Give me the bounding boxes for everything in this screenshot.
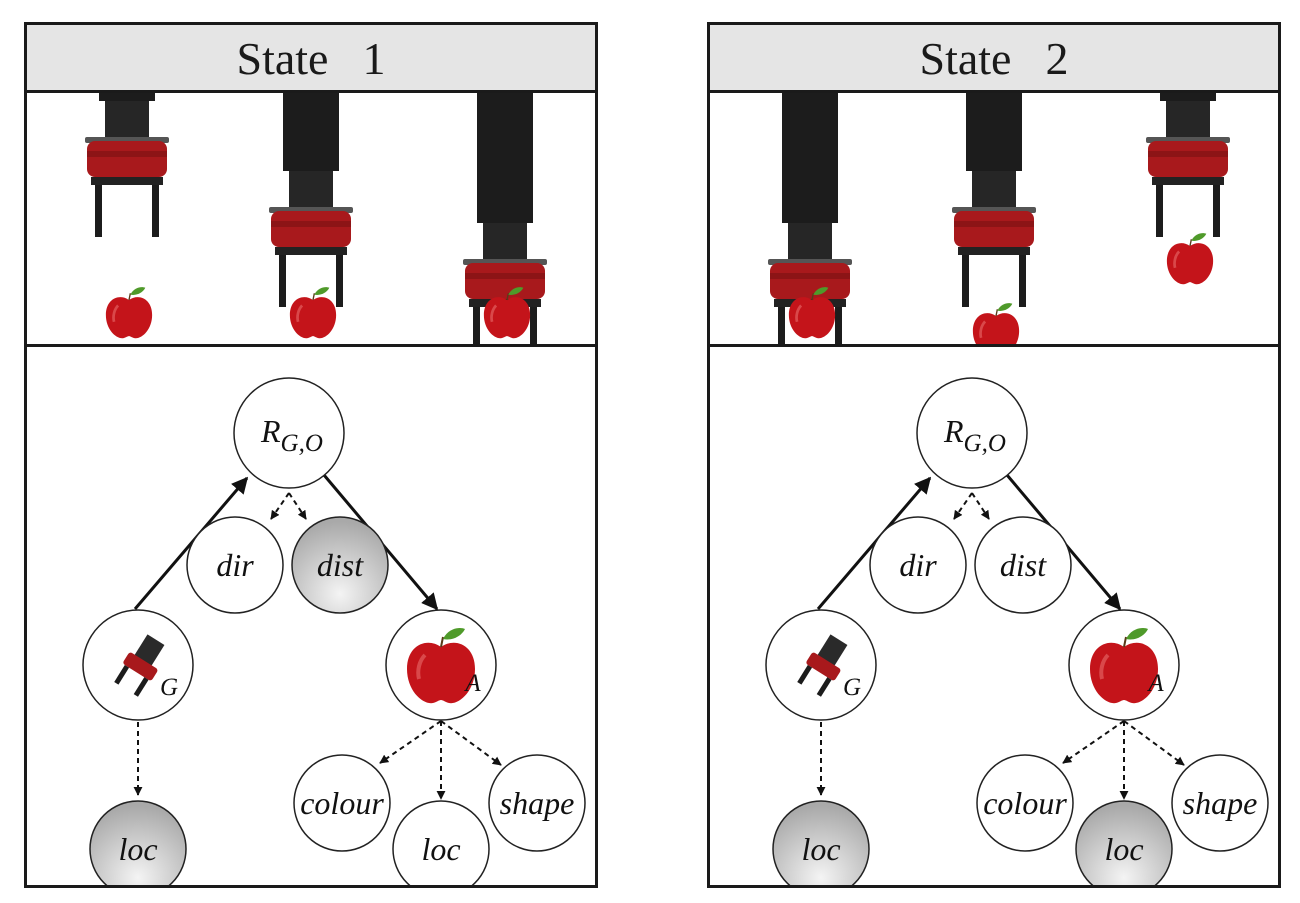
node-dist: [974, 516, 1072, 614]
dist-label: dist: [317, 547, 364, 583]
state-1-number: 1: [362, 33, 386, 84]
edge-r-to-dist: [971, 492, 990, 520]
edge-r-to-dir: [953, 492, 973, 520]
state-2-panel: State 2: [707, 22, 1281, 888]
node-dir: [869, 516, 967, 614]
robot-gripper: [85, 93, 169, 237]
node-colour: [293, 754, 391, 852]
g-loc-label: loc: [801, 831, 840, 867]
g-label: G: [160, 674, 178, 701]
a-loc-label: loc: [421, 831, 460, 867]
edge-r-to-dir: [270, 492, 290, 520]
state-2-number: 2: [1045, 33, 1069, 84]
g-loc-label: loc: [118, 831, 157, 867]
r-label: RG,O: [943, 413, 1006, 457]
edge-a-to-colour: [1062, 720, 1125, 764]
apple-icon: [407, 628, 475, 704]
state-1-graph: RG,O dir dist G A loc colour loc shape: [27, 347, 595, 885]
state-1-header: State 1: [27, 25, 595, 93]
state-2-gripper-photo: [768, 93, 1230, 344]
state-2-header: State 2: [710, 25, 1278, 93]
robot-gripper: [952, 93, 1036, 307]
apple-photo: [972, 303, 1020, 344]
robot-gripper: [269, 93, 353, 307]
a-loc-label: loc: [1104, 831, 1143, 867]
apple-photo: [105, 287, 153, 339]
edge-a-to-shape: [440, 720, 502, 766]
robot-gripper: [1146, 93, 1230, 237]
apple-photo: [289, 287, 337, 339]
node-r: [916, 377, 1028, 489]
node-dist: [291, 516, 389, 614]
a-label: A: [463, 670, 481, 697]
apple-photo: [788, 287, 836, 339]
r-label: RG,O: [260, 413, 323, 457]
node-shape: [1171, 754, 1269, 852]
state-1-relation-graph: RG,O dir dist G A loc colour loc shape: [82, 377, 586, 885]
apple-photo: [483, 287, 531, 339]
apple-icon: [1090, 628, 1158, 704]
state-2-relation-graph: RG,O dir dist G A loc colour loc shape: [765, 377, 1269, 885]
edge-g-to-r: [133, 476, 249, 610]
node-shape: [488, 754, 586, 852]
gripper-icon: [114, 634, 165, 697]
edge-r-to-dist: [288, 492, 307, 520]
dir-label: dir: [899, 547, 937, 583]
node-r: [233, 377, 345, 489]
node-colour: [976, 754, 1074, 852]
state-1-panel: State 1: [24, 22, 598, 888]
shape-label: shape: [500, 785, 575, 821]
state-2-photo-strip: [710, 93, 1278, 347]
gripper-icon: [797, 634, 848, 697]
node-g-loc: [772, 800, 870, 885]
edge-a-to-shape: [1123, 720, 1185, 766]
state-1-photo-strip: [27, 93, 595, 347]
dir-label: dir: [216, 547, 254, 583]
state-2-title: State: [919, 33, 1012, 84]
edge-g-to-r: [816, 476, 932, 610]
state-2-graph: RG,O dir dist G A loc colour loc shape: [710, 347, 1278, 885]
g-label: G: [843, 674, 861, 701]
colour-label: colour: [983, 785, 1067, 821]
dist-label: dist: [1000, 547, 1047, 583]
a-label: A: [1146, 670, 1164, 697]
state-1-title: State: [236, 33, 329, 84]
node-a-loc: [1075, 800, 1173, 885]
node-a-loc: [392, 800, 490, 885]
apple-photo: [1166, 233, 1214, 285]
edge-a-to-colour: [379, 720, 442, 764]
colour-label: colour: [300, 785, 384, 821]
state-1-gripper-photo: [85, 93, 547, 344]
robot-gripper: [463, 93, 547, 344]
shape-label: shape: [1183, 785, 1258, 821]
node-g-loc: [89, 800, 187, 885]
node-dir: [186, 516, 284, 614]
